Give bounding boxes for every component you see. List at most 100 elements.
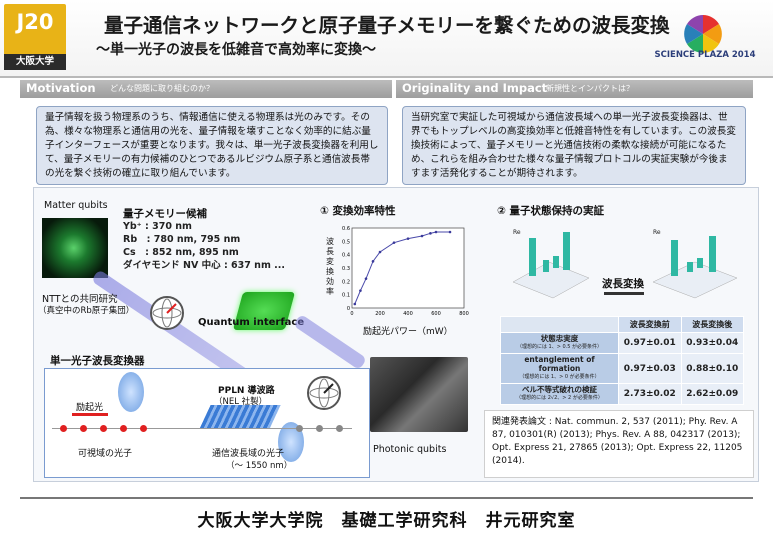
pump-arrow bbox=[72, 413, 108, 416]
photon-dot bbox=[100, 425, 107, 432]
chart1-point bbox=[378, 250, 382, 254]
value-before: 0.97±0.01 bbox=[618, 332, 682, 354]
value-after: 2.62±0.09 bbox=[680, 383, 744, 405]
ppln-sub: （NEL 社製） bbox=[214, 397, 268, 407]
ppln-label: PPLN 導波路 bbox=[218, 386, 275, 396]
visible-photon-label: 可視域の光子 bbox=[78, 449, 133, 459]
photonic-qubits-image bbox=[370, 357, 468, 432]
quantum-interface-label: Quantum interface bbox=[198, 317, 305, 328]
axis-label: Re bbox=[653, 229, 661, 236]
logo-text: SCIENCE PLAZA 2014 bbox=[654, 50, 756, 60]
ppln-waveguide bbox=[199, 405, 281, 429]
chart1-point bbox=[392, 241, 396, 244]
photon-dot bbox=[296, 425, 303, 432]
ntt-collab-label: NTTとの共同研究 bbox=[42, 294, 118, 305]
photon-dot bbox=[120, 425, 127, 432]
value-after: 0.93±0.04 bbox=[680, 332, 744, 354]
originality-subtitle: 新規性とインパクトは？ bbox=[546, 84, 634, 93]
table-header bbox=[500, 316, 619, 333]
telecom-photon-sub: （〜 1550 nm） bbox=[226, 461, 293, 471]
row-note: （理想的には 2√2、> 2 が必要条件） bbox=[516, 395, 603, 401]
chart1-xlabel: 励起光パワー（mW） bbox=[363, 327, 453, 337]
science-plaza-logo-icon bbox=[684, 15, 722, 53]
references: 関連発表論文 : Nat. commun. 2, 537 (2011); Phy… bbox=[484, 410, 754, 478]
poster-header bbox=[0, 0, 773, 78]
chart1-ytick: 0.1 bbox=[342, 293, 350, 299]
qm-line: ダイヤモンド NV 中心 : 637 nm ... bbox=[123, 260, 285, 271]
qm-title: 量子メモリー候補 bbox=[123, 208, 207, 220]
badge-id: J20 bbox=[16, 10, 54, 34]
table-row: entanglement of formation（理想的には 1、> 0 が必… bbox=[500, 353, 744, 384]
footer-divider bbox=[20, 497, 753, 499]
chart2-title: ② 量子状態保持の実証 bbox=[497, 205, 605, 217]
value-after: 0.88±0.10 bbox=[680, 353, 744, 384]
telecom-photon-label: 通信波長域の光子 bbox=[212, 449, 285, 459]
conversion-arrow bbox=[604, 292, 644, 295]
motivation-title: Motivation bbox=[26, 81, 96, 95]
photon-dot bbox=[60, 425, 67, 432]
motivation-bar: Motivation どんな問題に取り組むのか？ bbox=[20, 80, 392, 98]
chart1-xtick: 600 bbox=[431, 311, 441, 317]
matter-qubits-label: Matter qubits bbox=[44, 200, 108, 211]
lens-icon bbox=[118, 372, 144, 412]
chart1-xtick: 0 bbox=[350, 311, 353, 317]
chart1-xtick: 800 bbox=[459, 311, 469, 317]
poster-title: 量子通信ネットワークと原子量子メモリーを繋ぐための波長変換 bbox=[104, 14, 670, 37]
chart1-xtick: 200 bbox=[375, 311, 385, 317]
qm-line: Cs : 852 nm, 895 nm bbox=[123, 247, 239, 258]
chart1-point bbox=[434, 230, 438, 234]
row-note: （理想的には 1、> 0 が必要条件） bbox=[519, 374, 600, 380]
chart1-point bbox=[429, 232, 432, 235]
chart1-title: ① 変換効率特性 bbox=[320, 205, 396, 217]
qm-line: Rb : 780 nm, 795 nm bbox=[123, 234, 241, 245]
chart1-xtick: 400 bbox=[403, 311, 413, 317]
chart1-ytick: 0.3 bbox=[342, 266, 350, 272]
value-before: 0.97±0.03 bbox=[618, 353, 682, 384]
photon-dot bbox=[80, 425, 87, 432]
originality-text: 当研究室で実証した可視域から通信波長域への単一光子波長変換器は、世界でもトップレ… bbox=[402, 106, 746, 185]
chart1-point bbox=[353, 302, 357, 306]
chart1-point bbox=[359, 289, 362, 292]
photon-dot bbox=[140, 425, 147, 432]
chart1-point bbox=[371, 260, 375, 263]
chart1-ylabel: 波長変換効率 bbox=[326, 237, 334, 296]
converter-title: 単一光子波長変換器 bbox=[50, 355, 145, 367]
footer-lab-name: 大阪大学大学院 基礎工学研究科 井元研究室 bbox=[197, 511, 576, 531]
chart1-ytick: 0.5 bbox=[342, 239, 350, 245]
row-label: entanglement of formation bbox=[524, 355, 595, 373]
chart1-point bbox=[364, 277, 368, 280]
density-matrix-before: Re bbox=[512, 229, 590, 299]
row-label: 状態忠実度 bbox=[540, 334, 579, 343]
chart1-ytick: 0 bbox=[347, 306, 350, 312]
chart1-point bbox=[406, 237, 410, 240]
chart1-point bbox=[420, 234, 424, 238]
photon-dot bbox=[316, 425, 323, 432]
table-row: 状態忠実度（理想的には 1、> 0.5 が必要条件） 0.97±0.01 0.9… bbox=[500, 332, 744, 354]
axis-label: Re bbox=[513, 229, 521, 236]
ntt-collab-sub: （真空中のRb原子集団） bbox=[38, 306, 135, 316]
row-note: （理想的には 1、> 0.5 が必要条件） bbox=[516, 344, 603, 350]
photonic-qubits-label: Photonic qubits bbox=[373, 444, 447, 455]
motivation-subtitle: どんな問題に取り組むのか？ bbox=[110, 84, 214, 93]
badge-university: 大阪大学 bbox=[4, 54, 66, 70]
conversion-arrow-label: 波長変換 bbox=[602, 278, 644, 290]
chart1-ytick: 0.2 bbox=[342, 279, 350, 285]
table-row: ベル不等式破れの検証（理想的には 2√2、> 2 が必要条件） 2.73±0.0… bbox=[500, 383, 744, 405]
bloch-sphere-icon bbox=[307, 376, 341, 410]
poster-subtitle: 〜単一光子の波長を低雑音で高効率に変換〜 bbox=[96, 42, 376, 58]
density-matrix-after: Re bbox=[652, 229, 738, 299]
chart1-point bbox=[448, 230, 452, 234]
value-before: 2.73±0.02 bbox=[618, 383, 682, 405]
chart1-axes-frame bbox=[351, 227, 465, 309]
pump-label: 励起光 bbox=[76, 403, 104, 413]
matter-qubits-image bbox=[42, 218, 108, 278]
originality-bar: Originality and Impact 新規性とインパクトは？ bbox=[396, 80, 753, 98]
qm-line: Yb⁺ : 370 nm bbox=[123, 221, 192, 232]
originality-title: Originality and Impact bbox=[402, 81, 548, 95]
id-badge: J20 大阪大学 bbox=[4, 4, 66, 70]
motivation-text: 量子情報を扱う物理系のうち、情報通信に使える物理系は光のみです。その為、様々な物… bbox=[36, 106, 388, 185]
chart1-ytick: 0.4 bbox=[342, 253, 350, 259]
results-table: 波長変換前 波長変換後 状態忠実度（理想的には 1、> 0.5 が必要条件） 0… bbox=[500, 316, 744, 405]
row-label: ベル不等式破れの検証 bbox=[522, 385, 597, 394]
